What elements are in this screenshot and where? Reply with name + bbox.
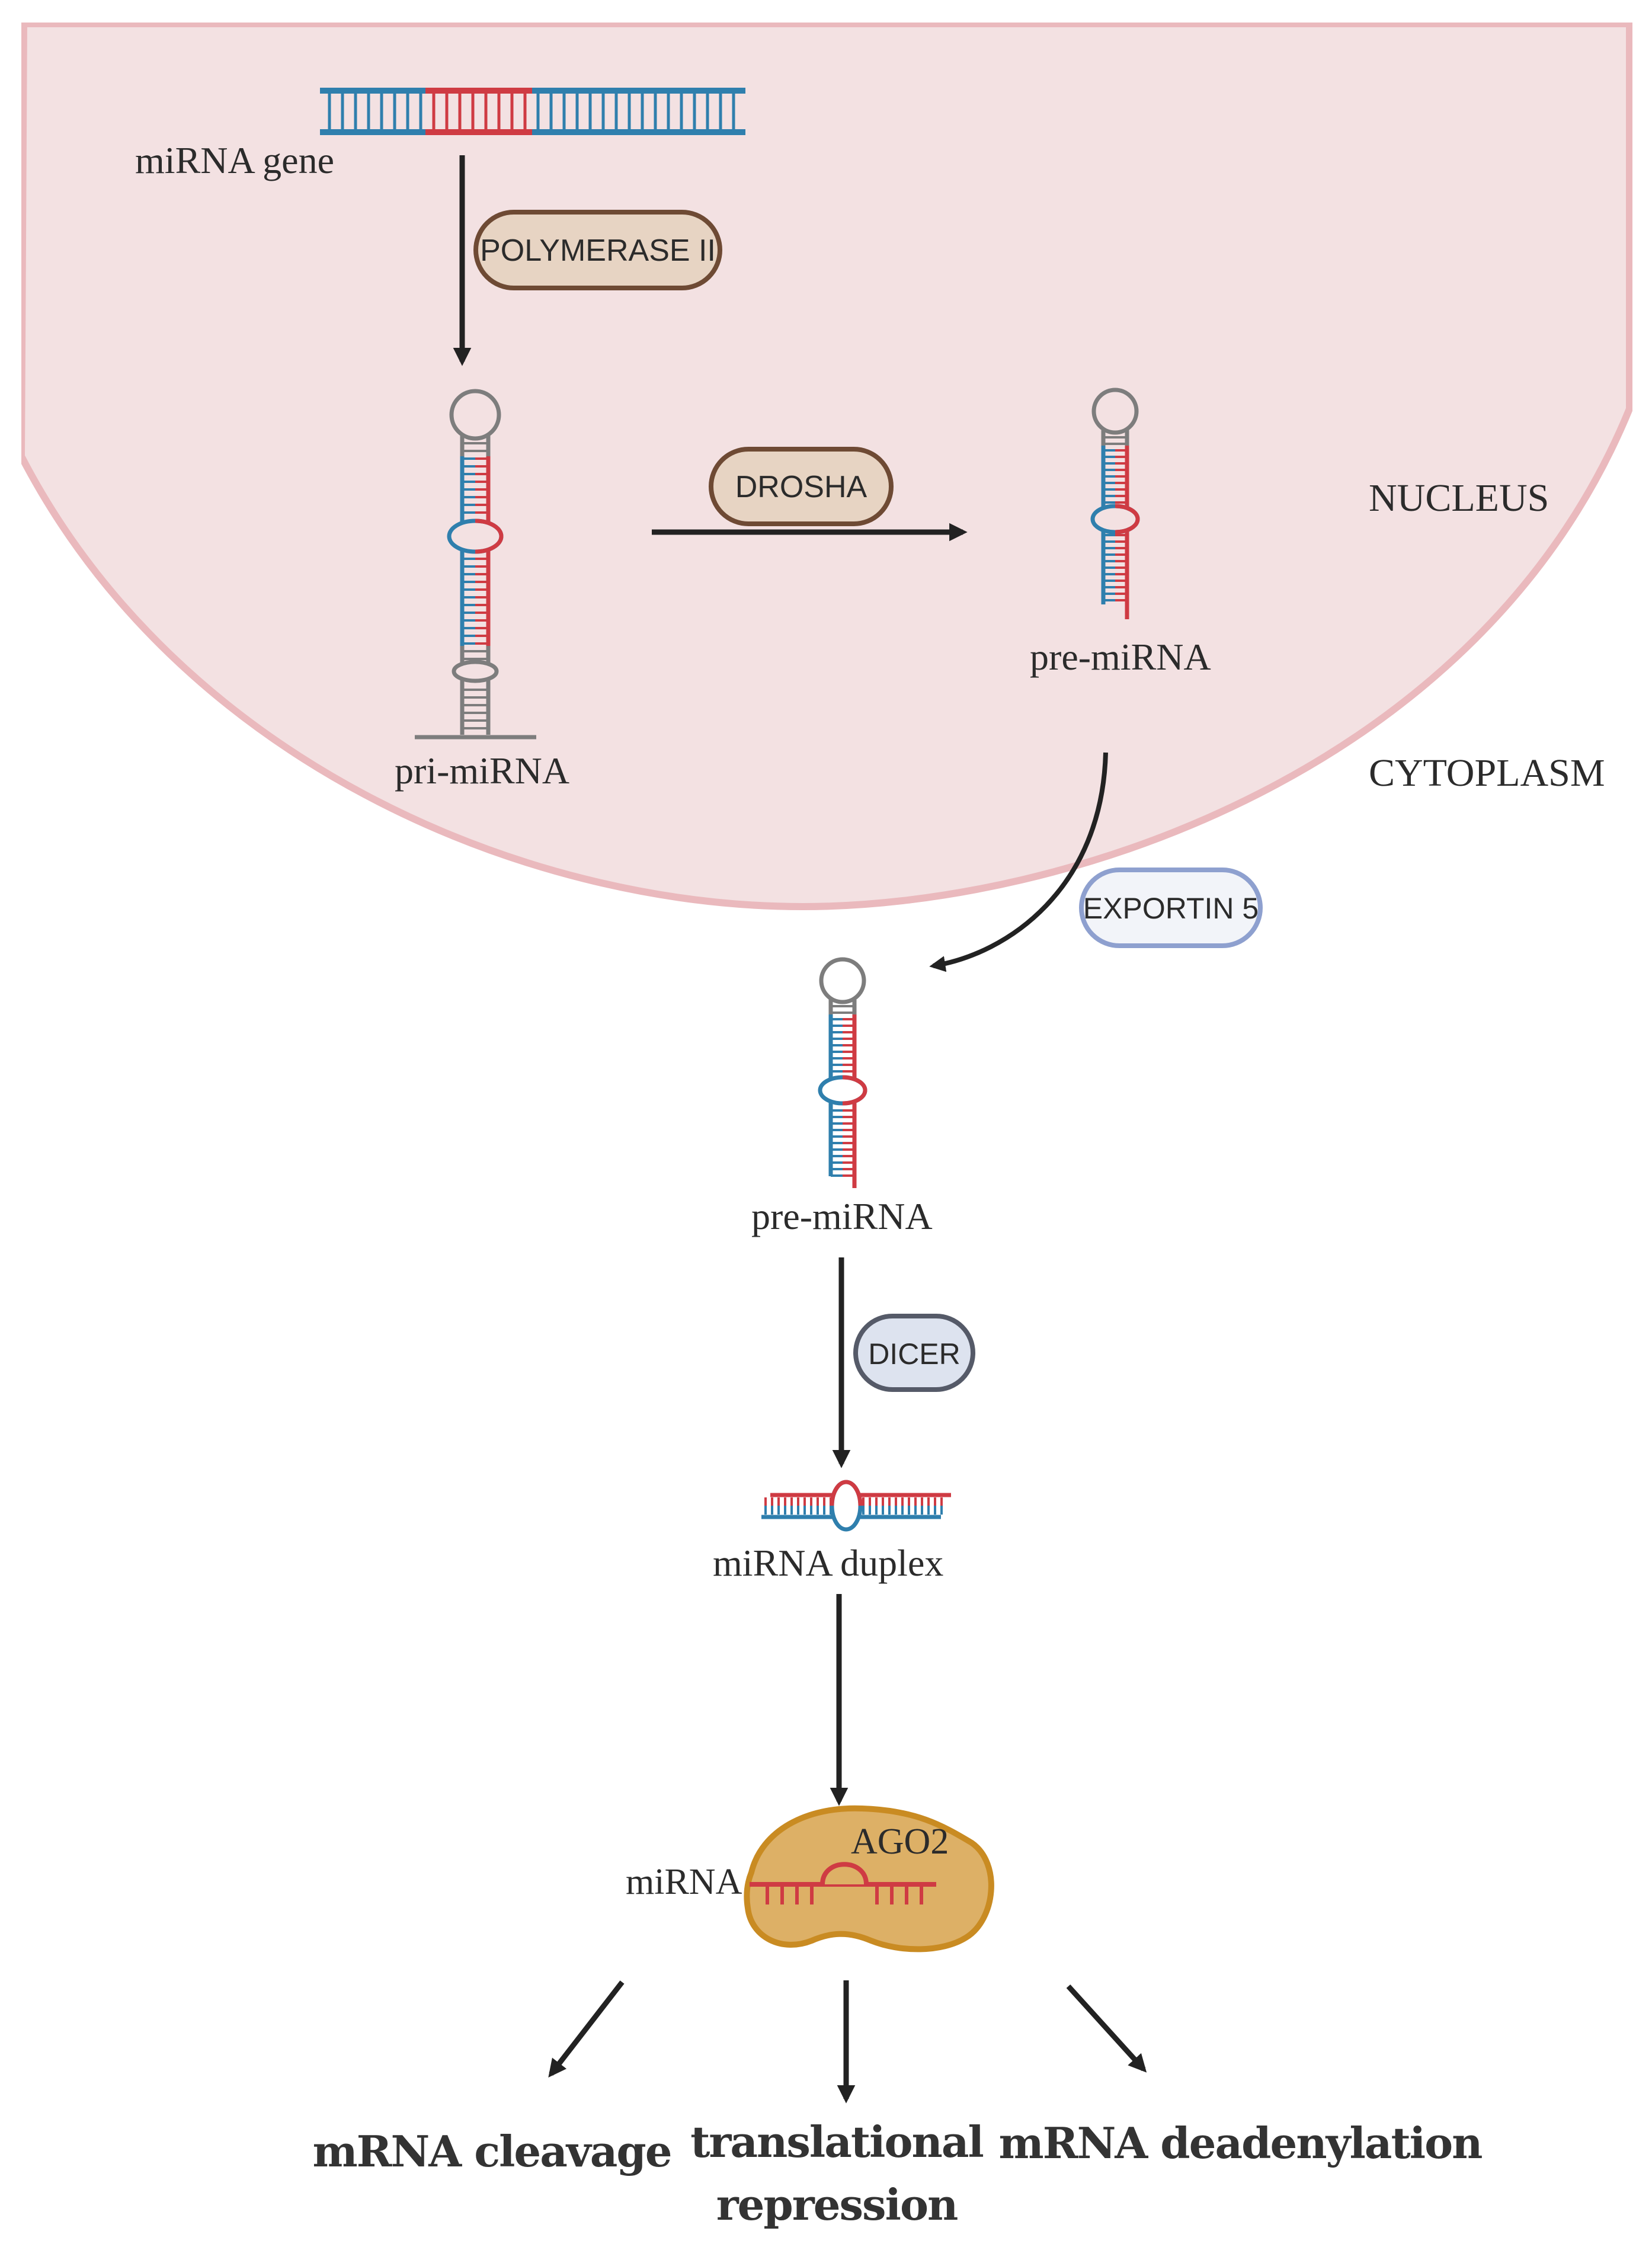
mirna-duplex-label: miRNA duplex [713, 1542, 943, 1584]
mrna-cleavage-label: mRNA cleavage [312, 2126, 671, 2176]
exportin-5-label: EXPORTIN 5 [1083, 892, 1259, 925]
polymerase-ii-label: POLYMERASE II [480, 233, 716, 268]
nuclear-export-arrow [929, 752, 1108, 972]
cleavage-arrow [548, 1980, 625, 2078]
ago2-label: AGO2 [851, 1822, 949, 1862]
ago2-protein-shape [744, 1805, 994, 1952]
pri-mirna-label: pri-miRNA [395, 750, 569, 792]
mirna-duplex-icon [761, 1480, 951, 1532]
dicer-label: DICER [868, 1337, 961, 1371]
dicer-badge: DICER [853, 1314, 975, 1392]
pre-mirna-hairpin-icon [1090, 388, 1140, 619]
pri-mirna-hairpin-icon [415, 389, 536, 740]
polymerase-ii-badge: POLYMERASE II [473, 210, 722, 290]
mirna-gene-dna-icon [320, 88, 745, 135]
deadenylation-arrow [1066, 1984, 1147, 2073]
mrna-deadenylation-label: mRNA deadenylation [999, 2118, 1483, 2168]
pre-mirna-cytoplasm-label: pre-miRNA [751, 1195, 933, 1237]
pre-mirna-nucleus-label: pre-miRNA [1030, 636, 1211, 678]
ago2-complex-icon [744, 1805, 994, 1952]
exportin-5-badge: EXPORTIN 5 [1079, 868, 1263, 948]
mirna-label: miRNA [626, 1862, 742, 1902]
drosha-badge: DROSHA [709, 447, 894, 526]
drosha-label: DROSHA [735, 470, 867, 504]
translational-repression-label-line2: repression [716, 2179, 958, 2230]
translational-repression-label-line1: translational [690, 2117, 983, 2167]
pre-mirna-cytoplasm-hairpin-icon [818, 957, 867, 1188]
cytoplasm-label: CYTOPLASM [1369, 751, 1605, 795]
mirna-gene-label: miRNA gene [135, 139, 334, 181]
nucleus-label: NUCLEUS [1369, 476, 1549, 520]
